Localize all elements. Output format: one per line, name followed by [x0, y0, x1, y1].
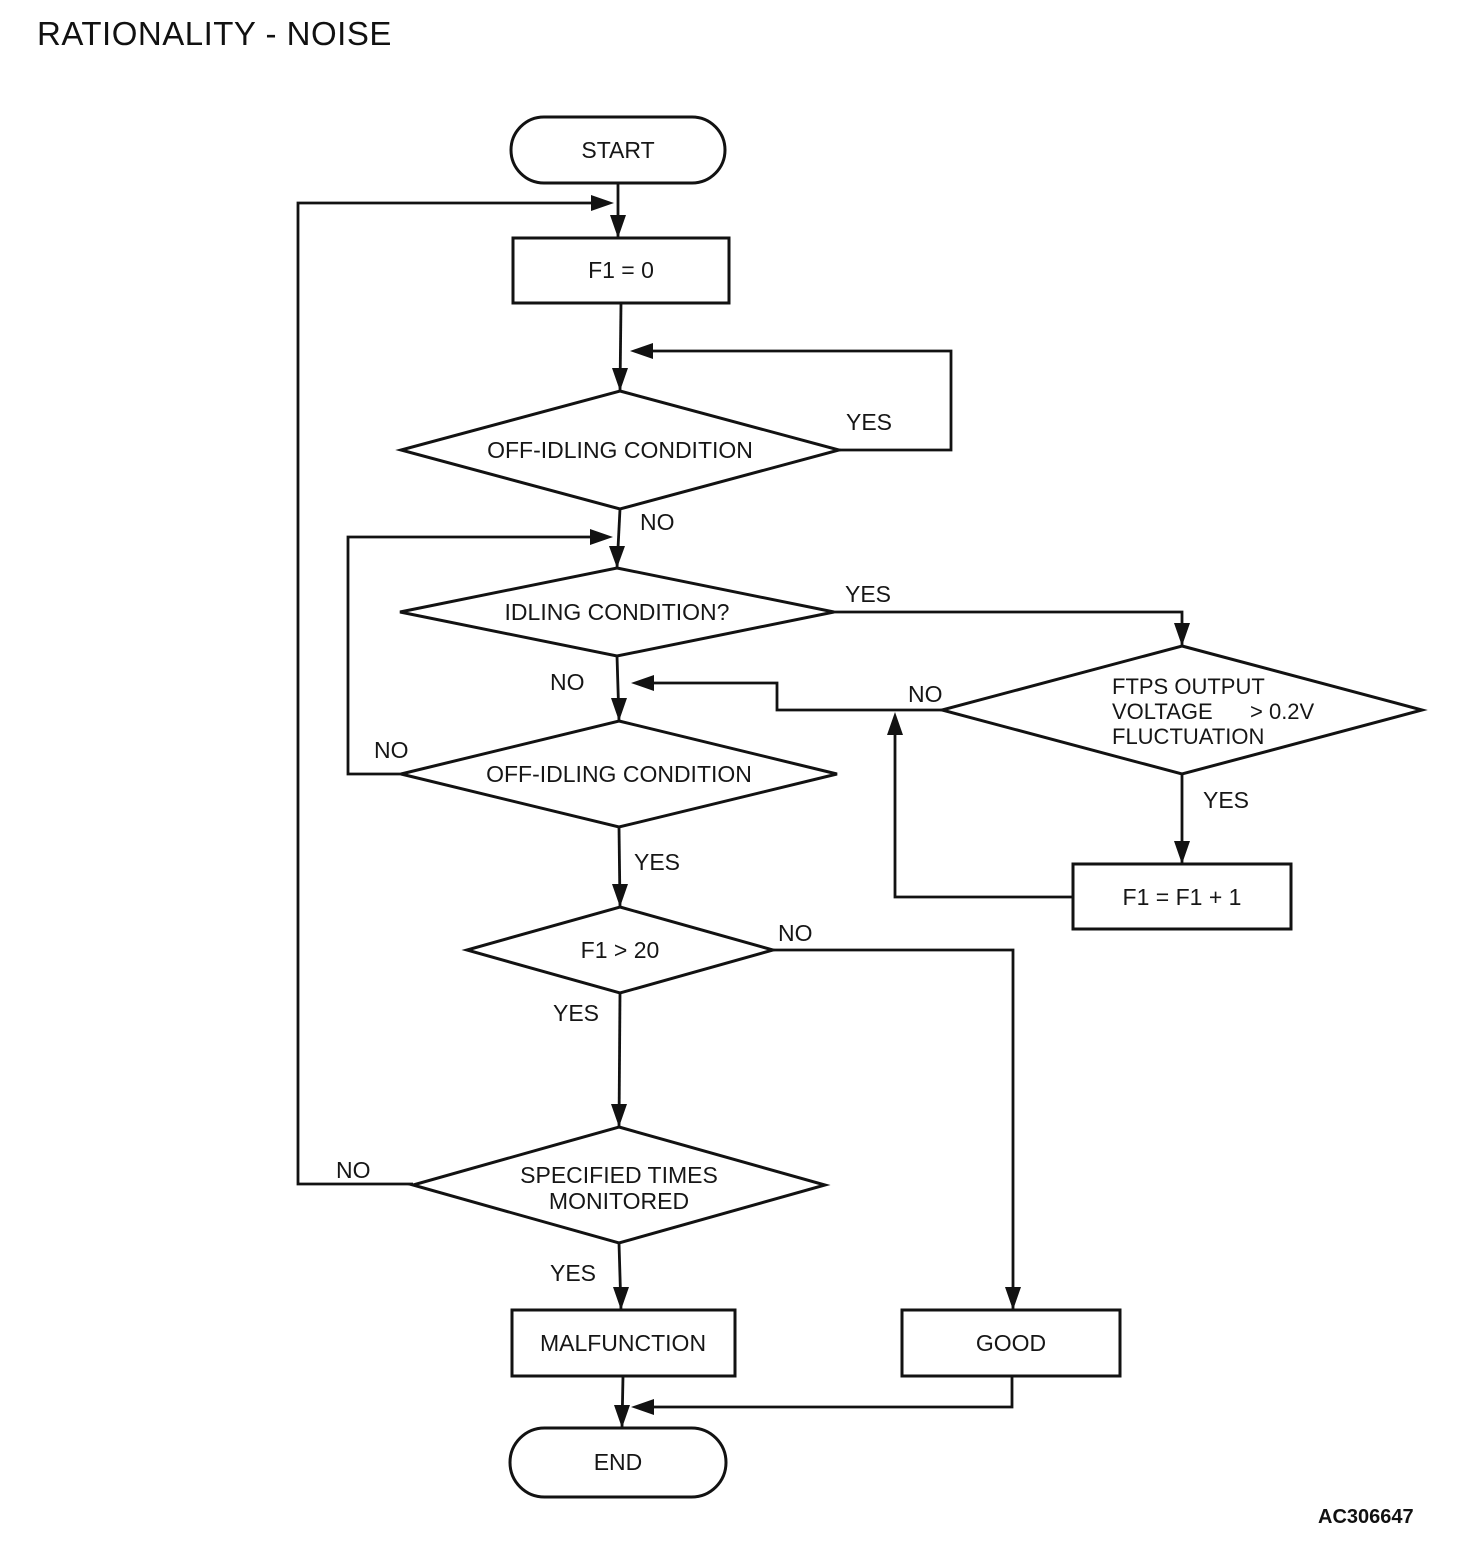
- ftps-shape: [936, 644, 1428, 776]
- arrowhead-into-specified: [611, 1104, 627, 1127]
- arrowhead-f1increment-return: [887, 712, 903, 735]
- ftps-label-line1: FTPS OUTPUT: [1112, 674, 1265, 699]
- edge-offidling2-no-return: [346, 535, 607, 776]
- start-shape: [509, 115, 727, 185]
- good-label: GOOD: [976, 1330, 1046, 1356]
- edge-specified-no-return: [296, 201, 608, 1186]
- idling-label: IDLING CONDITION?: [505, 599, 730, 625]
- f1-gt-20-label: F1 > 20: [581, 937, 660, 963]
- node-ftps: FTPS OUTPUT VOLTAGE > 0.2V FLUCTUATION: [936, 644, 1428, 776]
- off-idling-1-shape: [395, 389, 845, 511]
- ftps-label-line3: FLUCTUATION: [1112, 724, 1264, 749]
- label-idling-no: NO: [550, 669, 585, 695]
- end-label: END: [594, 1449, 643, 1475]
- node-off-idling-1: OFF-IDLING CONDITION: [395, 389, 845, 511]
- arrowhead-into-end: [614, 1405, 630, 1428]
- flow-edges: [296, 183, 1190, 1429]
- figure-code: AC306647: [1318, 1506, 1414, 1528]
- malfunction-shape: [510, 1308, 737, 1378]
- label-offidling1-yes: YES: [846, 409, 892, 435]
- node-specified: SPECIFIED TIMES MONITORED: [407, 1125, 831, 1245]
- label-specified-yes: YES: [550, 1260, 596, 1286]
- label-ftps-yes: YES: [1203, 787, 1249, 813]
- node-good: GOOD: [900, 1308, 1122, 1378]
- label-specified-no: NO: [336, 1157, 371, 1183]
- ftps-label-line2a: VOLTAGE: [1112, 699, 1213, 724]
- specified-label-line1: SPECIFIED TIMES: [520, 1162, 718, 1188]
- arrowhead-into-ftps: [1174, 623, 1190, 646]
- f1-init-label: F1 = 0: [588, 257, 654, 283]
- arrowhead-into-offidling2: [611, 698, 627, 721]
- arrowhead-good-join: [631, 1399, 654, 1415]
- node-malfunction: MALFUNCTION: [510, 1308, 737, 1378]
- malfunction-label: MALFUNCTION: [540, 1330, 706, 1356]
- arrowhead-offidling2-no-return: [590, 529, 613, 545]
- node-off-idling-2: OFF-IDLING CONDITION: [400, 719, 838, 829]
- label-ftps-no: NO: [908, 681, 943, 707]
- specified-shape: [407, 1125, 831, 1245]
- label-offidling2-no: NO: [374, 737, 409, 763]
- off-idling-1-label: OFF-IDLING CONDITION: [487, 437, 753, 463]
- label-f1gt20-no: NO: [778, 920, 813, 946]
- good-shape: [900, 1308, 1122, 1378]
- arrowhead-into-f1init: [610, 215, 626, 238]
- specified-label-line2: MONITORED: [549, 1188, 689, 1214]
- arrowhead-into-idling: [609, 546, 625, 568]
- off-idling-2-label: OFF-IDLING CONDITION: [486, 761, 752, 787]
- edge-idling-yes-to-ftps: [834, 610, 1184, 646]
- f1-gt-20-shape: [461, 905, 779, 995]
- edge-f1increment-return: [893, 716, 1073, 899]
- label-offidling2-yes: YES: [634, 849, 680, 875]
- end-shape: [508, 1426, 728, 1499]
- arrowhead-specified-no-return: [591, 195, 614, 211]
- node-end: END: [508, 1426, 728, 1499]
- edge-ftps-no-return: [637, 681, 942, 712]
- branch-labels: YES NO YES NO NO YES NO YES NO YES NO YE…: [336, 409, 1249, 1286]
- label-offidling1-no: NO: [640, 509, 675, 535]
- arrowhead-into-f1gt20: [612, 884, 628, 907]
- label-f1gt20-yes: YES: [553, 1000, 599, 1026]
- off-idling-2-shape: [400, 719, 838, 829]
- arrowhead-into-malfunction: [613, 1287, 629, 1310]
- node-idling: IDLING CONDITION?: [399, 566, 835, 658]
- f1-init-shape: [511, 236, 731, 305]
- start-label: START: [581, 137, 654, 163]
- node-start: START: [509, 115, 727, 185]
- edge-offidling1-yes-loop: [634, 349, 953, 452]
- page-title: RATIONALITY - NOISE: [37, 15, 392, 52]
- edge-good-join: [637, 1376, 1014, 1409]
- idling-shape: [399, 566, 835, 658]
- node-f1-gt-20: F1 > 20: [461, 905, 779, 995]
- arrowhead-into-offidling1: [612, 368, 628, 391]
- label-idling-yes: YES: [845, 581, 891, 607]
- arrowhead-into-f1increment: [1174, 841, 1190, 864]
- f1-increment-label: F1 = F1 + 1: [1123, 884, 1242, 910]
- f1-increment-shape: [1071, 862, 1293, 931]
- ftps-label-line2b: > 0.2V: [1250, 699, 1315, 724]
- node-f1-init: F1 = 0: [511, 236, 731, 305]
- arrowhead-into-good: [1005, 1287, 1021, 1310]
- arrowhead-ftps-no-return: [631, 675, 654, 691]
- arrowhead-offidling1-yes-loop: [630, 343, 653, 359]
- edge-f1gt20-no-to-good: [773, 948, 1015, 1310]
- node-f1-increment: F1 = F1 + 1: [1071, 862, 1293, 931]
